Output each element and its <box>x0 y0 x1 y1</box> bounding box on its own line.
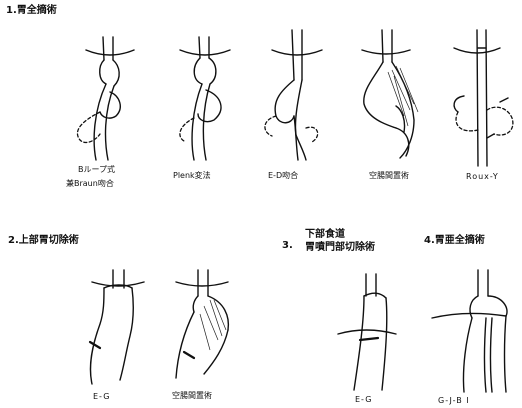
diagram-plenk <box>180 37 230 160</box>
diagram-e-g-lower <box>338 274 396 390</box>
diagram-e-d <box>265 30 322 160</box>
diagram-g-j-b1 <box>432 270 507 392</box>
diagram-interposition-2 <box>176 270 228 378</box>
diagram-interposition-1 <box>362 30 418 158</box>
diagram-b-loop <box>77 37 134 160</box>
diagram-roux-y <box>454 30 513 166</box>
diagram-e-g-upper <box>90 270 144 384</box>
